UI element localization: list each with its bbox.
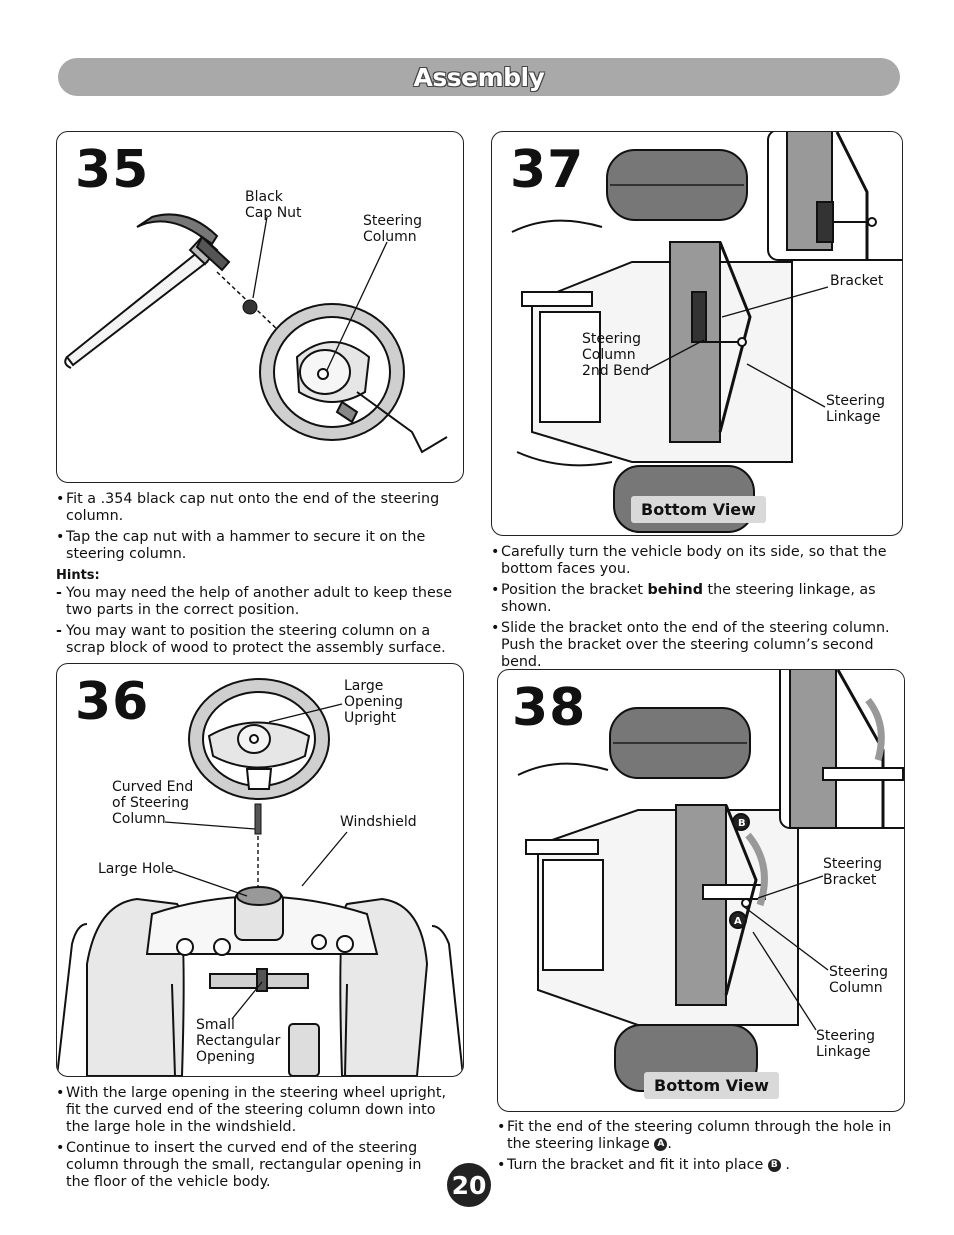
step-38-instructions: •Fit the end of the steering column thro… (497, 1119, 903, 1178)
section-header: Assembly (58, 58, 900, 96)
bottom-view-label: Bottom View (631, 496, 766, 523)
step-36-panel: 36 Large Opening Upright Curved End of S… (56, 663, 464, 1077)
step-38-number: 38 (512, 678, 587, 738)
step-37-instructions: •Carefully turn the vehicle body on its … (491, 544, 906, 675)
label-bracket: Bracket (830, 273, 884, 289)
label-steering-column: Steering Column (829, 964, 889, 996)
bullet: •Tap the cap nut with a hammer to secure… (56, 529, 426, 562)
label-steering-linkage: Steering Linkage (826, 393, 886, 425)
label-curved-end: Curved End of Steering Column (112, 779, 194, 827)
vehicle-body-icon (57, 886, 463, 1076)
bullet: •Fit the end of the steering column thro… (497, 1119, 892, 1152)
marker-a-icon: A (654, 1137, 668, 1151)
hammer-icon (64, 213, 231, 369)
bullet: •Slide the bracket onto the end of the s… (491, 620, 890, 670)
bullet: •Fit a .354 black cap nut onto the end o… (56, 491, 440, 524)
hint: -You may want to position the steering c… (56, 623, 446, 656)
cap-nut-icon (242, 299, 258, 315)
step-38-illustration: B A (517, 670, 904, 1092)
page-number: 20 (447, 1163, 491, 1207)
hint: -You may need the help of another adult … (56, 585, 452, 618)
step-38-panel: B A 38 Steering Bracket Steering Column … (497, 669, 905, 1112)
steering-wheel-icon (188, 678, 330, 800)
marker-b: B (738, 818, 746, 829)
hints-title: Hints: (56, 568, 100, 583)
label-steering-bracket: Steering Bracket (823, 856, 883, 888)
step-35-illustration (64, 213, 448, 454)
step-37-panel: 37 Bracket Steering Column 2nd Bend Stee… (491, 131, 903, 536)
step-36-illustration (57, 678, 463, 1076)
bullet: •Carefully turn the vehicle body on its … (491, 544, 887, 577)
label-steering-column-2nd-bend: Steering Column 2nd Bend (582, 331, 650, 379)
label-large-opening: Large Opening Upright (344, 678, 404, 726)
label-windshield: Windshield (340, 814, 417, 830)
bullet: •Continue to insert the curved end of th… (56, 1140, 422, 1190)
step-36-instructions: •With the large opening in the steering … (56, 1085, 461, 1195)
step-37-illustration (511, 132, 902, 533)
marker-a: A (734, 916, 742, 927)
label-black-cap-nut: Black Cap Nut (245, 189, 302, 221)
step-35-instructions: •Fit a .354 black cap nut onto the end o… (56, 491, 466, 661)
steering-wheel-icon (259, 303, 448, 454)
bullet: •Position the bracket behind the steerin… (491, 582, 876, 615)
bullet: •Turn the bracket and fit it into place … (497, 1157, 790, 1173)
step-35-panel: 35 Black Cap Nut Steering Column (56, 131, 464, 483)
bottom-view-label: Bottom View (644, 1072, 779, 1099)
bullet: •With the large opening in the steering … (56, 1085, 447, 1135)
label-large-hole: Large Hole (98, 861, 174, 877)
label-steering-column: Steering Column (363, 213, 423, 245)
step-37-number: 37 (510, 140, 585, 200)
step-35-number: 35 (75, 140, 150, 200)
label-steering-linkage: Steering Linkage (816, 1028, 876, 1060)
marker-b-icon: B (767, 1158, 781, 1172)
label-small-rect-opening: Small Rectangular Opening (196, 1017, 281, 1065)
step-36-number: 36 (75, 672, 150, 732)
section-title: Assembly (413, 62, 545, 92)
